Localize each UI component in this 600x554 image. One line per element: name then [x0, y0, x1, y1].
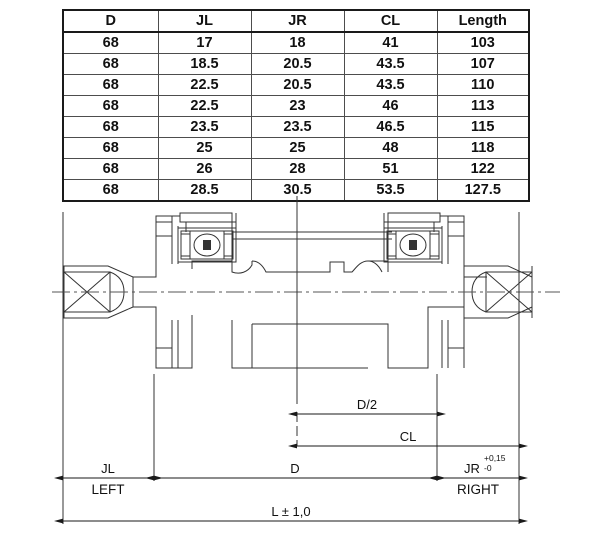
cell-length: 107	[436, 53, 530, 75]
dimension-cl: CL	[288, 429, 528, 449]
dimension-label-overall: L ± 1,0	[271, 504, 310, 519]
cell-jl: 28.5	[157, 179, 252, 202]
dimension-label-jr: JR	[464, 461, 480, 476]
cell-d: 68	[62, 158, 159, 180]
dimension-label-cl: CL	[400, 429, 417, 444]
column-header-jr: JR	[250, 9, 345, 33]
table-row: 68 23.5 23.5 46.5 115	[62, 116, 530, 138]
cell-jr: 20.5	[250, 74, 345, 96]
column-header-jl: JL	[157, 9, 252, 33]
dimension-tolerance-upper: +0,15	[484, 453, 506, 463]
center-shell-body	[232, 231, 392, 369]
cell-jr: 23.5	[250, 116, 345, 138]
spec-table-container: D JL JR CL Length 68 17 18 41 103 68 18.…	[62, 9, 530, 202]
dimension-chain: JL D JR +0,15 -0	[54, 453, 528, 481]
cell-length: 118	[436, 137, 530, 159]
cell-cl: 43.5	[343, 74, 438, 96]
column-header-d: D	[62, 9, 159, 33]
cell-jl: 25	[157, 137, 252, 159]
cell-d: 68	[62, 116, 159, 138]
side-label-right: RIGHT	[457, 482, 499, 497]
spec-table-head: D JL JR CL Length	[62, 9, 530, 33]
side-label-left: LEFT	[91, 482, 124, 497]
cell-length: 122	[436, 158, 530, 180]
right-cup-assembly	[367, 212, 487, 369]
table-header-row: D JL JR CL Length	[62, 9, 530, 33]
cell-d: 68	[62, 53, 159, 75]
dimension-overall-length: L ± 1,0	[54, 504, 528, 524]
left-bearing	[177, 227, 237, 263]
bb-cartridge-section	[63, 212, 533, 369]
cell-length: 110	[436, 74, 530, 96]
cell-jl: 22.5	[157, 74, 252, 96]
cell-cl: 46.5	[343, 116, 438, 138]
table-row: 68 28.5 30.5 53.5 127.5	[62, 179, 530, 202]
cell-length: 115	[436, 116, 530, 138]
table-row: 68 22.5 20.5 43.5 110	[62, 74, 530, 96]
cell-jl: 18.5	[157, 53, 252, 75]
cell-cl: 43.5	[343, 53, 438, 75]
dimension-label-half-d: D/2	[357, 397, 377, 412]
cell-cl: 51	[343, 158, 438, 180]
dimension-half-d: D/2	[288, 397, 446, 417]
table-row: 68 18.5 20.5 43.5 107	[62, 53, 530, 75]
spec-table: D JL JR CL Length 68 17 18 41 103 68 18.…	[62, 9, 530, 202]
cell-d: 68	[62, 31, 159, 54]
column-header-length: Length	[436, 9, 530, 33]
cell-cl: 41	[343, 31, 438, 54]
table-row: 68 26 28 51 122	[62, 158, 530, 180]
right-bearing	[383, 227, 443, 263]
cell-jl: 23.5	[157, 116, 252, 138]
cell-jr: 28	[250, 158, 345, 180]
dimension-label-d: D	[290, 461, 299, 476]
left-cup-assembly	[133, 212, 253, 369]
spec-table-body: 68 17 18 41 103 68 18.5 20.5 43.5 107 68…	[62, 31, 530, 202]
extension-lines	[62, 196, 520, 524]
cell-length: 127.5	[436, 179, 530, 202]
cell-cl: 46	[343, 95, 438, 117]
table-row: 68 25 25 48 118	[62, 137, 530, 159]
cell-jl: 26	[157, 158, 252, 180]
column-header-cl: CL	[343, 9, 438, 33]
table-row: 68 17 18 41 103	[62, 31, 530, 54]
dimension-tolerance-lower: -0	[484, 463, 492, 473]
cell-jr: 25	[250, 137, 345, 159]
cell-d: 68	[62, 179, 159, 202]
dimension-label-jl: JL	[101, 461, 115, 476]
